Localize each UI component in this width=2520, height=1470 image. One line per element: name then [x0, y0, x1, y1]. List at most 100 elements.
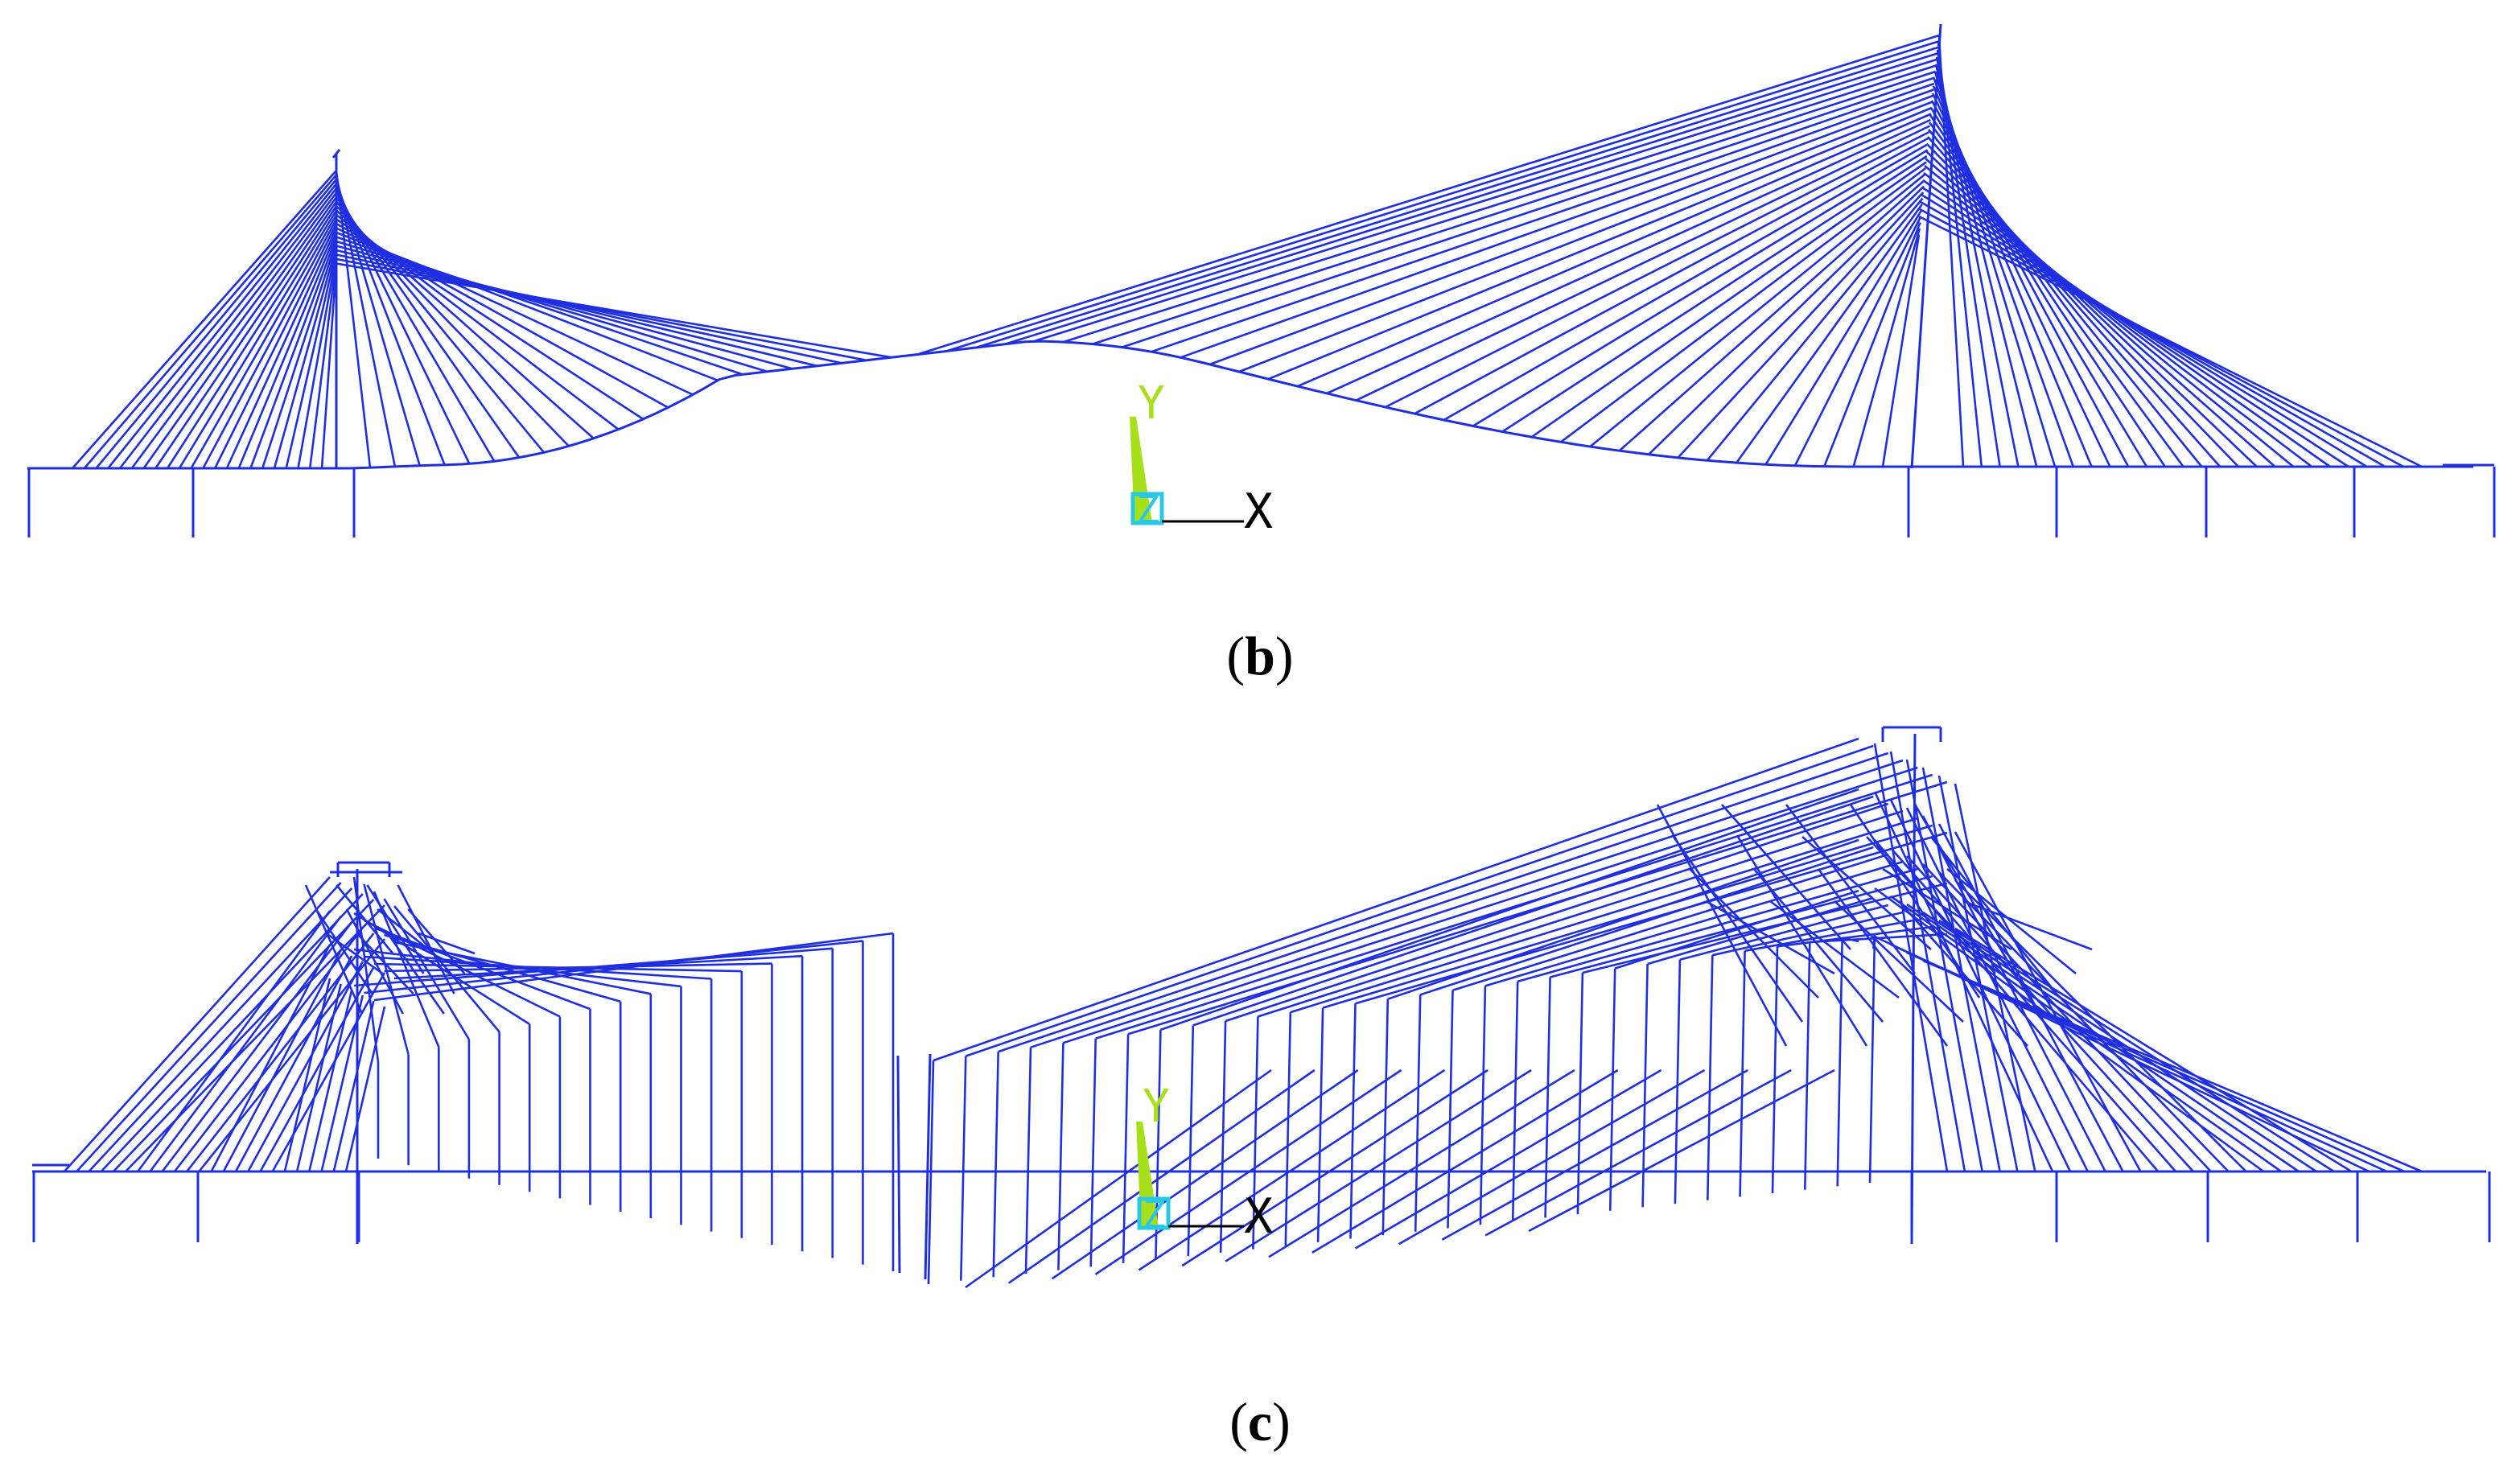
panel-c-crossing-member-1 [965, 1069, 1272, 1289]
panel-b-right-main-cable-25 [1618, 179, 1925, 452]
panel-c-right-back-cable-7 [1873, 791, 2054, 1172]
panel-b-left-back-cable-5 [118, 187, 338, 469]
panel-c-right-main-cable-12 [1290, 817, 1918, 1014]
panel-c-left-back-cable-24 [344, 1006, 386, 1172]
panel-c-right-main-hanger-20 [1544, 977, 1551, 1218]
panel-b-right-main-cable-20 [1472, 149, 1929, 427]
panel-c-right-back-cable-17 [1938, 871, 2230, 1172]
panel-c-right-main-hanger-19 [1511, 981, 1519, 1221]
panel-c-right-main-hanger-28 [1804, 941, 1811, 1190]
panel-c-right-back-cable-11 [1937, 823, 2124, 1172]
panel-b-right-back-cable-21 [1922, 179, 2331, 468]
panel-b-right-back-cable-17 [1925, 150, 2258, 467]
panel-b-right-back-cable-12 [1929, 114, 2166, 467]
panel-c-right-main-cable-4 [1030, 759, 1904, 1048]
panel-b-left-main-cable-18 [336, 245, 793, 370]
panel-b-right-main-cable-30 [1764, 209, 1923, 465]
panel-b-right-main-cable-26 [1648, 185, 1925, 455]
panel-c-right-main-cable-3 [998, 751, 1889, 1053]
panel-b-left-back-cable-7 [142, 196, 338, 469]
panel-b-right-main-cable-28 [1706, 197, 1924, 462]
panel-c-right-tower-web-11 [1817, 868, 1949, 1047]
panel-c-right-main-cable-11 [1258, 809, 1904, 1018]
panel-c-right-tower-web-6 [1736, 836, 1868, 1047]
panel-c-right-main-cable-18 [1484, 860, 1904, 987]
panel-b-left-back-cable-8 [154, 200, 338, 469]
panel-b-left-back-cable-9 [167, 205, 338, 469]
panel-c-crossing-member-5 [1138, 1069, 1446, 1271]
panel-b-right-back-cable-16 [1926, 143, 2239, 467]
panel-c-right-main-cable-21 [1582, 882, 1948, 974]
panel-c-left-back-cable-17 [259, 966, 375, 1172]
panel-c-caption-letter: c [1247, 1391, 1273, 1452]
panel-c-right-back-cable-9 [1905, 807, 2089, 1172]
panel-b-left-main-cable-20 [336, 253, 842, 364]
panel-c-right-main-cable-20 [1550, 875, 1933, 978]
panel-c-crossing-member-12 [1441, 1069, 1748, 1241]
panel-c-right-main-hanger-22 [1608, 968, 1616, 1211]
panel-c-right-main-hanger-29 [1836, 937, 1843, 1187]
panel-b-right-back-cable-18 [1925, 158, 2276, 467]
panel-c-z-axis-marker [1137, 1196, 1171, 1230]
panel-c-left-deck-end-drop [896, 1055, 901, 1274]
panel-c-right-main-cable-24 [1679, 904, 1889, 961]
panel-b-right-back-cable-15 [1927, 136, 2221, 467]
panel-b-caption-open: ( [1226, 625, 1246, 686]
panel-b-right-main-cable-10 [1180, 89, 1934, 359]
panel-c-crossing-member-2 [1008, 1069, 1316, 1284]
panel-c-right-back-cable-3 [1905, 759, 1983, 1172]
panel-c-left-back-cable-7 [137, 910, 331, 1172]
panel-b-z-axis-label: Z [1136, 488, 1159, 533]
panel-c-right-back-cable-5 [1937, 775, 2019, 1172]
panel-b-left-back-cable-1 [72, 170, 337, 469]
panel-c-right-tower-web-3 [1689, 868, 1819, 999]
panel-b-left-back-cable-22 [320, 263, 338, 469]
panel-c-left-back-cable-14 [222, 949, 342, 1172]
panel-c-left-back-cable-13 [210, 944, 331, 1172]
panel-c-right-main-hanger-5 [1057, 1043, 1064, 1270]
panel-c-right-back-cable-22 [1922, 911, 2317, 1173]
panel-c-right-tower-web-10 [1801, 836, 1932, 950]
panel-c-crossing-member-9 [1311, 1069, 1619, 1254]
panel-c-left-main-cable-17 [364, 940, 863, 994]
panel-b-left-back-cable-19 [285, 249, 338, 469]
panel-c-right-main-cable-14 [1355, 831, 1948, 1005]
panel-c-left-back-cable-6 [125, 904, 385, 1172]
panel-b-right-main-cable-9 [1151, 82, 1935, 353]
panel-c-left-back-cable-16 [247, 961, 364, 1172]
panel-b-left-back-cable-4 [107, 183, 338, 469]
panel-c-left-back-cable-1 [64, 876, 331, 1172]
panel-c-left-main-cable-2 [363, 883, 410, 1055]
panel-c-right-main-hanger-10 [1219, 1020, 1227, 1253]
panel-c-right-tower-web-20 [1962, 900, 2093, 951]
panel-c-left-back-cable-18 [271, 972, 386, 1172]
panel-b-left-back-cable-14 [225, 227, 338, 469]
panel-b-deformed-shape [27, 23, 2496, 537]
panel-c-left-tower-web-7 [366, 884, 425, 974]
panel-b-right-main-cable-32 [1823, 222, 1921, 467]
panel-c-right-tower-web-2 [1672, 836, 1804, 1023]
panel-b-right-main-cable-24 [1589, 173, 1926, 448]
panel-b-right-main-cable-8 [1122, 76, 1936, 348]
panel-c-right-back-cable-23 [1938, 919, 2335, 1173]
panel-c-left-back-cable-4 [100, 893, 364, 1172]
panel-c-right-main-hanger-2 [960, 1056, 967, 1281]
panel-b-right-back-cable-10 [1930, 100, 2130, 467]
panel-c-crossing-member-7 [1225, 1069, 1532, 1262]
panel-b-right-back-cable-13 [1928, 121, 2184, 467]
panel-c-right-main-hanger-24 [1674, 959, 1682, 1204]
panel-c-right-main-hanger-4 [1024, 1047, 1032, 1274]
panel-c-right-main-cable-17 [1452, 853, 1889, 992]
panel-c-left-tower-web-1 [304, 884, 364, 1015]
panel-c-left-main-cable-1 [352, 876, 380, 1063]
panel-c-right-main-hanger-9 [1187, 1025, 1195, 1257]
panel-b-right-main-cable-1 [916, 34, 1940, 356]
panel-b-right-main-cable-33 [1852, 228, 1921, 467]
panel-c-right-main-hanger-30 [1868, 933, 1876, 1184]
panel-c-left-main-cable-4 [383, 898, 471, 1040]
panel-b-right-back-cable-14 [1927, 129, 2203, 467]
panel-c-left-main-cable-18 [373, 932, 894, 1002]
panel-c-right-main-hanger-11 [1252, 1016, 1259, 1250]
panel-b-left-back-cable-12 [202, 218, 338, 469]
panel-b-right-main-cable-5 [1034, 58, 1937, 343]
